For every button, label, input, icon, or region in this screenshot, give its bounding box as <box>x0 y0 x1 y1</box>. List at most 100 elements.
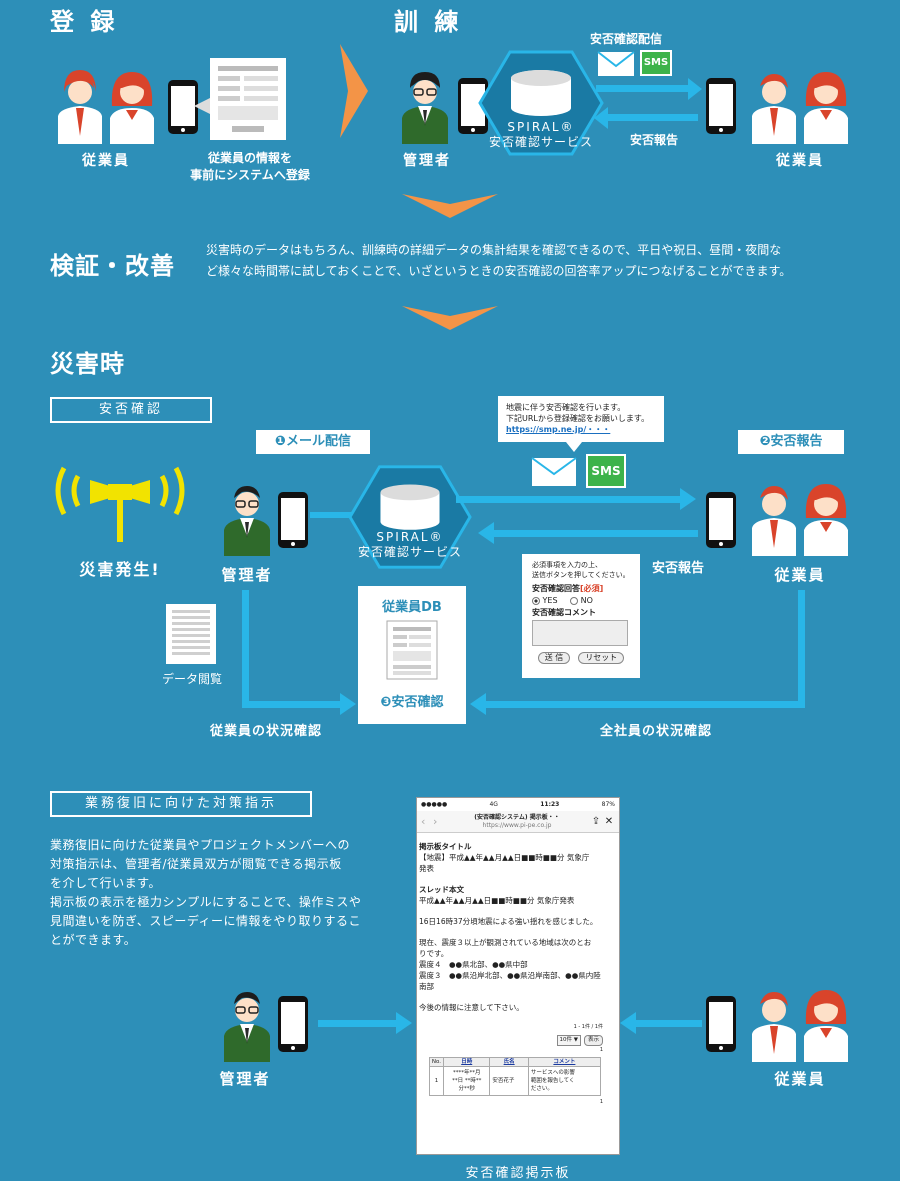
table-row: 1 ****年**月**日 **時**分**秒 安否花子 サービスへの影響範囲を… <box>429 1066 602 1096</box>
col-no: No. <box>429 1057 444 1067</box>
database-document-icon <box>386 620 438 680</box>
form-hint2: 送信ボタンを押してください。 <box>532 571 630 579</box>
smartphone-icon <box>706 996 736 1052</box>
col-name[interactable]: 氏名 <box>489 1057 529 1067</box>
show-button[interactable]: 表示 <box>583 1035 603 1046</box>
manager-icon <box>224 486 270 556</box>
disaster-title: 災害時 <box>50 350 125 378</box>
close-icon[interactable]: ✕ <box>604 816 614 827</box>
arrow-head-left-icon <box>594 107 608 129</box>
verify-text-line2: ど様々な時間帯に試しておくことで、いざというときの安否確認の回答率アップにつなげ… <box>206 264 792 278</box>
sms-icon: SMS <box>640 50 672 76</box>
yes-label: YES <box>542 596 558 605</box>
body-line-3: りです。 <box>419 949 449 958</box>
site-url[interactable]: https://www.pi-pe.co.jp <box>482 821 552 829</box>
form-question: 安否確認回答 <box>532 584 580 593</box>
back-icon[interactable]: ‹ <box>421 815 426 828</box>
smartphone-icon <box>278 492 308 548</box>
pointer-left-icon <box>194 96 214 116</box>
no-radio[interactable] <box>570 596 579 605</box>
report-arrow <box>494 530 698 537</box>
page-number-top: 1 <box>599 1047 603 1053</box>
training-service-label: 安否確認サービス <box>488 135 593 149</box>
employee-icon <box>58 70 154 144</box>
form-comment-label: 安否確認コメント <box>532 608 596 617</box>
employee-status-line-v <box>798 590 805 708</box>
submit-button[interactable]: 送 信 <box>537 652 571 664</box>
body-line-1: 16日16時37分頃地震による強い揺れを感じました。 <box>419 917 598 926</box>
register-desc-line1: 従業員の情報を <box>207 151 292 165</box>
training-dispatch-label: 安否確認配信 <box>590 32 663 46</box>
row-date-2: **日 **時** <box>452 1078 482 1084</box>
arrow-head-left-icon <box>620 1012 636 1034</box>
register-title: 登 録 <box>50 8 119 36</box>
mail-link[interactable]: https://smp.ne.jp/・・・ <box>506 425 611 434</box>
form-required: [必須] <box>580 584 604 593</box>
pager-count: 1 - 1件 / 1件 <box>573 1024 603 1030</box>
disaster-report-label: 安否報告 <box>652 561 705 576</box>
reset-button[interactable]: リセット <box>578 652 625 664</box>
callout-tail <box>566 442 582 452</box>
dispatch-arrow <box>596 85 690 92</box>
smartphone-icon <box>168 80 198 134</box>
battery-indicator: 87% <box>601 801 615 808</box>
disaster-spiral-label: SPIRAL® <box>376 530 444 544</box>
board-title-value-1: 【地震】平成▲▲年▲▲月▲▲日■■時■■分 気象庁 <box>419 853 590 862</box>
arrow-head-right-icon <box>680 488 696 510</box>
manager-to-service-line <box>310 512 358 518</box>
employee-icon <box>752 72 848 144</box>
col-date[interactable]: 日時 <box>442 1057 491 1067</box>
smartphone-icon <box>706 78 736 134</box>
status-right-label: 全社員の状況確認 <box>599 724 712 739</box>
page-number-bottom: 1 <box>599 1099 603 1105</box>
per-page-value: 10件 <box>559 1037 573 1043</box>
row-name: 安否花子 <box>489 1066 529 1096</box>
chevron-down-icon <box>402 194 498 218</box>
mail-line1: 地震に伴う安否確認を行います。 <box>506 403 626 412</box>
form-hint1: 必須事項を入力の上、 <box>532 561 602 569</box>
sms-icon: SMS <box>586 454 626 488</box>
manager-board-arrow <box>318 1020 396 1027</box>
board-caption: 安否確認掲示板 <box>465 1166 571 1181</box>
recovery-box: 業務復旧に向けた対策指示 <box>50 791 312 817</box>
manager-icon <box>224 992 270 1062</box>
recovery-p6: とができます。 <box>50 933 137 947</box>
row-comment-3: ださい。 <box>530 1086 553 1092</box>
recovery-p4: 掲示板の表示を極力シンプルにすることで、操作ミスや <box>50 895 362 909</box>
comment-textarea[interactable] <box>532 620 628 646</box>
step2-badge: ❷安否報告 <box>738 430 844 454</box>
bulletin-board-screen: ●●●●● 4G 11:23 87% ‹ › (安否確認システム) 掲示板・・ … <box>416 797 620 1155</box>
yes-radio[interactable] <box>532 596 540 605</box>
row-date-3: 分**秒 <box>458 1086 475 1092</box>
recovery-p2: 対策指示は、管理者/従業員双方が閲覧できる掲示板 <box>50 857 342 871</box>
share-icon[interactable]: ⇪ <box>591 816 601 827</box>
clock: 11:23 <box>540 801 560 808</box>
registration-form-icon <box>210 58 286 140</box>
board-table: No. 日時 氏名 コメント 1 ****年**月**日 **時**分**秒 安… <box>429 1057 602 1096</box>
verify-text-line1: 災害時のデータはもちろん、訓練時の詳細データの集計結果を確認できるので、平日や祝… <box>206 243 782 257</box>
no-label: NO <box>580 596 593 605</box>
step3-label: ❸安否確認 <box>380 695 444 710</box>
signal-indicator: ●●●●● <box>421 801 448 808</box>
arrow-head-right-icon <box>396 1012 412 1034</box>
recovery-manager-label: 管理者 <box>219 1070 271 1088</box>
mail-preview-card: 地震に伴う安否確認を行います。 下記URLから登録確認をお願いします。 http… <box>498 396 664 442</box>
report-arrow <box>606 114 698 121</box>
disaster-occurrence-label: 災害発生! <box>79 560 161 579</box>
disaster-employee-label: 従業員 <box>774 566 826 584</box>
manager-icon <box>402 72 448 144</box>
smartphone-icon <box>278 996 308 1052</box>
forward-icon[interactable]: › <box>433 815 438 828</box>
col-comment[interactable]: コメント <box>527 1057 602 1067</box>
disaster-manager-label: 管理者 <box>221 566 273 584</box>
body-line-4: 震度４ ●●県北部、●●県中部 <box>419 960 528 969</box>
arrow-head-right-icon <box>688 78 702 100</box>
spiral-hexagon <box>348 465 472 569</box>
per-page-select[interactable]: 10件 ▼ <box>556 1035 581 1046</box>
row-date-1: ****年**月 <box>452 1070 481 1076</box>
recovery-p3: を介して行います。 <box>50 876 161 890</box>
employee-icon <box>752 990 848 1062</box>
thread-body-value: 平成▲▲年▲▲月▲▲日■■時■■分 気象庁発表 <box>419 896 575 905</box>
spiral-hexagon <box>478 50 604 156</box>
recovery-p1: 業務復旧に向けた従業員やプロジェクトメンバーへの <box>50 838 351 852</box>
